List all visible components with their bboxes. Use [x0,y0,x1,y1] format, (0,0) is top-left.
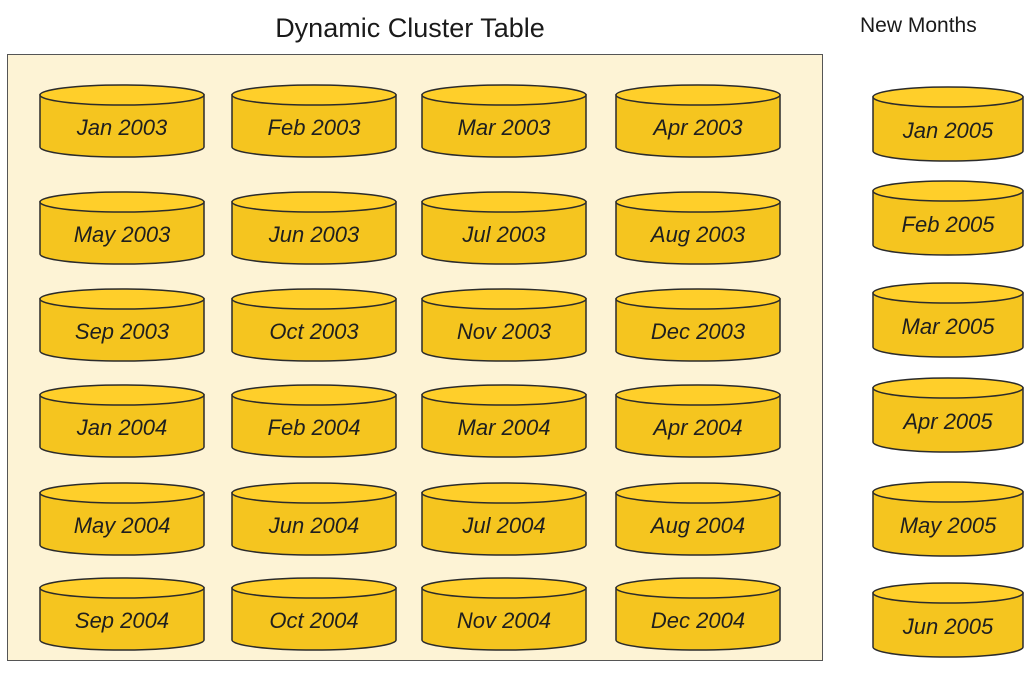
cluster-month-cylinder: Feb 2003 [231,84,397,158]
cluster-month-cylinder: Sep 2003 [39,288,205,362]
cluster-month-cylinder: Mar 2003 [421,84,587,158]
cylinder-label: Mar 2004 [458,415,551,440]
cylinder-label: Feb 2005 [902,212,996,237]
cylinder-label: May 2003 [74,222,171,247]
cylinder-label: Aug 2004 [649,513,745,538]
new-month-cylinder: Apr 2005 [872,377,1024,453]
cluster-month-cylinder: Oct 2004 [231,577,397,651]
cluster-month-cylinder: Jan 2003 [39,84,205,158]
cylinder-label: Nov 2004 [457,608,551,633]
cylinder-label: Jul 2004 [461,513,545,538]
cylinder-label: Jan 2003 [76,115,168,140]
cylinder-label: Jun 2005 [902,614,994,639]
new-month-cylinder: May 2005 [872,481,1024,557]
cylinder-label: Sep 2004 [75,608,169,633]
cluster-month-cylinder: Nov 2003 [421,288,587,362]
cylinder-label: Feb 2003 [268,115,362,140]
cluster-month-cylinder: Apr 2003 [615,84,781,158]
cluster-month-cylinder: Mar 2004 [421,384,587,458]
cylinder-label: Jan 2005 [902,118,994,143]
cylinder-label: Jul 2003 [461,222,546,247]
cylinder-label: Dec 2003 [651,319,746,344]
cylinder-label: Apr 2005 [901,409,993,434]
new-month-cylinder: Jun 2005 [872,582,1024,658]
cylinder-label: Feb 2004 [268,415,361,440]
cylinder-label: Jun 2004 [268,513,360,538]
new-month-cylinder: Mar 2005 [872,282,1024,358]
cluster-month-cylinder: May 2003 [39,191,205,265]
cylinder-label: Apr 2003 [651,115,743,140]
cylinder-label: Mar 2005 [902,314,996,339]
cylinder-label: Aug 2003 [649,222,746,247]
cluster-month-cylinder: Jan 2004 [39,384,205,458]
cluster-month-cylinder: Nov 2004 [421,577,587,651]
cylinder-label: Jun 2003 [268,222,360,247]
cylinder-label: May 2004 [74,513,171,538]
cluster-month-cylinder: May 2004 [39,482,205,556]
cylinder-label: Nov 2003 [457,319,552,344]
cluster-month-cylinder: Aug 2004 [615,482,781,556]
cluster-month-cylinder: Jun 2003 [231,191,397,265]
cylinder-label: Mar 2003 [458,115,552,140]
cluster-month-cylinder: Dec 2004 [615,577,781,651]
cluster-month-cylinder: Feb 2004 [231,384,397,458]
cluster-month-cylinder: Jun 2004 [231,482,397,556]
cylinder-label: Sep 2003 [75,319,170,344]
cluster-month-cylinder: Aug 2003 [615,191,781,265]
cluster-month-cylinder: Oct 2003 [231,288,397,362]
cluster-month-cylinder: Jul 2004 [421,482,587,556]
cylinder-label: Dec 2004 [651,608,745,633]
new-month-cylinder: Jan 2005 [872,86,1024,162]
cluster-month-cylinder: Jul 2003 [421,191,587,265]
cluster-month-cylinder: Dec 2003 [615,288,781,362]
new-months-title: New Months [860,14,977,37]
cylinder-label: Oct 2003 [269,319,359,344]
cylinder-label: Apr 2004 [651,415,742,440]
new-month-cylinder: Feb 2005 [872,180,1024,256]
cylinder-label: May 2005 [900,513,997,538]
cylinder-label: Jan 2004 [76,415,168,440]
cluster-table-title: Dynamic Cluster Table [275,13,545,43]
cluster-month-cylinder: Sep 2004 [39,577,205,651]
cylinder-label: Oct 2004 [269,608,358,633]
cluster-month-cylinder: Apr 2004 [615,384,781,458]
